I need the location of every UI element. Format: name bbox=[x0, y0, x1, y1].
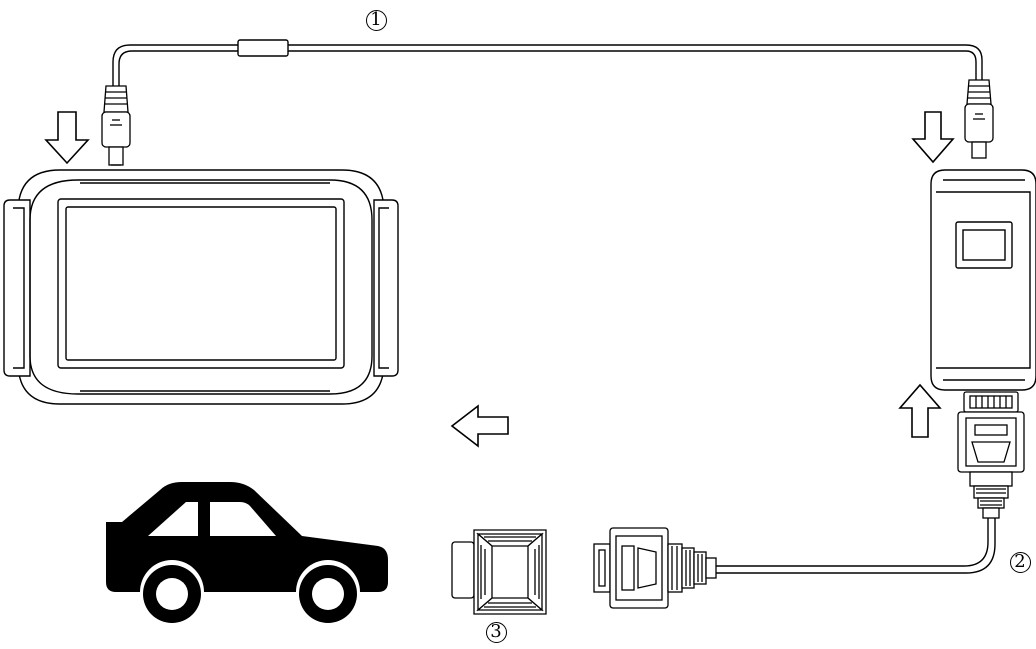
tablet-device bbox=[4, 170, 398, 404]
arrow-left-car-icon bbox=[452, 406, 508, 446]
label-2: 2 bbox=[1005, 550, 1035, 574]
obd-adapter bbox=[452, 530, 546, 614]
arrow-down-tablet-icon bbox=[46, 112, 88, 163]
arrow-down-vci-icon bbox=[913, 112, 953, 162]
db15-horizontal-connector bbox=[594, 528, 716, 608]
arrow-up-vci-icon bbox=[900, 385, 940, 437]
label-1: 1 bbox=[361, 8, 391, 32]
tablet-cable-connector bbox=[102, 86, 130, 165]
db15-cable bbox=[716, 518, 995, 573]
label-3: 3 bbox=[481, 620, 511, 644]
db15-vertical-connector bbox=[958, 392, 1024, 518]
vci-cable-connector bbox=[965, 80, 993, 158]
car-icon bbox=[106, 482, 388, 623]
vci-box bbox=[931, 170, 1036, 390]
main-cable bbox=[113, 40, 982, 86]
